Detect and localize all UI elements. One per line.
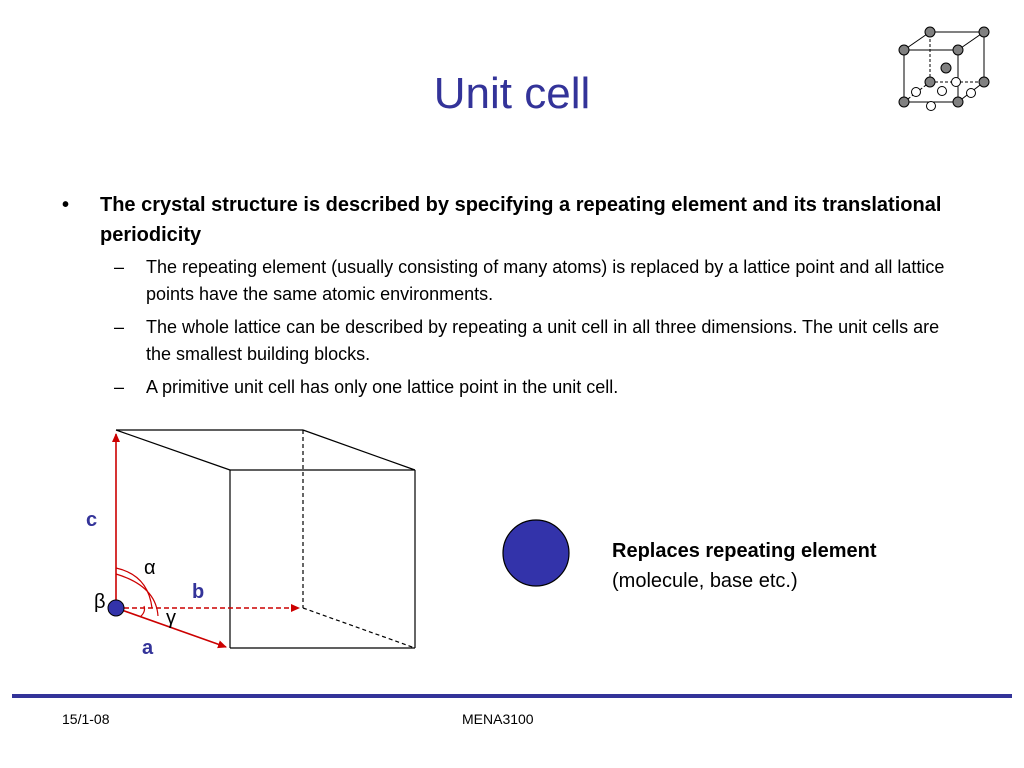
axis-label-a: a (142, 637, 154, 659)
footer-divider (12, 694, 1012, 698)
footer-course: MENA3100 (462, 711, 534, 727)
angle-arc (115, 567, 153, 609)
cell-edge-hidden (302, 607, 416, 649)
sub-bullet-text: The whole lattice can be described by re… (146, 317, 940, 364)
sub-bullet-item: – The whole lattice can be described by … (114, 314, 962, 368)
bullet-item: • The crystal structure is described by … (62, 190, 962, 250)
bullet-list: • The crystal structure is described by … (62, 190, 962, 407)
footer-date: 15/1-08 (62, 711, 110, 727)
lattice-point-callout: Replaces repeating element (molecule, ba… (612, 536, 877, 596)
angle-label-beta: β (94, 591, 106, 613)
cell-edge (302, 429, 416, 471)
bullet-text: The crystal structure is described by sp… (100, 194, 942, 246)
axis-label-c: c (86, 509, 98, 531)
sub-bullet-mark: – (114, 377, 125, 397)
sub-bullet-list: – The repeating element (usually consist… (62, 254, 962, 401)
callout-bold-text: Replaces repeating element (612, 540, 877, 562)
angle-label-alpha: α (144, 557, 156, 579)
sub-bullet-item: – The repeating element (usually consist… (114, 254, 962, 308)
fcc-unit-cell-icon (898, 26, 990, 111)
sub-bullet-text: The repeating element (usually consistin… (146, 257, 945, 304)
origin-lattice-point (107, 599, 125, 617)
angle-label-gamma: γ (166, 607, 176, 629)
cell-edge (115, 429, 231, 471)
axis-label-b: b (192, 581, 205, 603)
bullet-mark: • (62, 194, 70, 216)
sub-bullet-mark: – (114, 317, 125, 337)
axis-a-arrow (115, 607, 227, 649)
callout-plain-text: (molecule, base etc.) (612, 570, 798, 592)
lattice-point-symbol (502, 519, 570, 587)
sub-bullet-text: A primitive unit cell has only one latti… (146, 377, 619, 397)
sub-bullet-mark: – (114, 257, 125, 277)
angle-arc (115, 573, 159, 617)
slide-title: Unit cell (433, 69, 591, 118)
angle-arc (139, 605, 146, 618)
sub-bullet-item: – A primitive unit cell has only one lat… (114, 374, 962, 401)
